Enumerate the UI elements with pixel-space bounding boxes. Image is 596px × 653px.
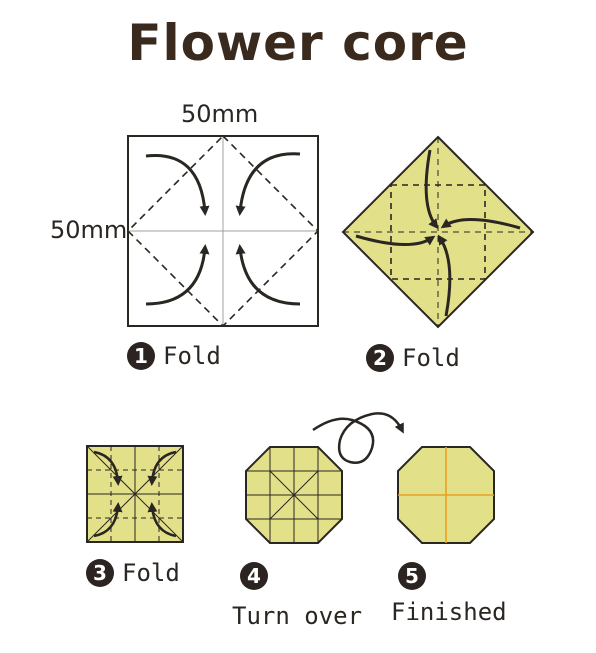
- step1-label: 1 Fold: [127, 342, 221, 370]
- step4-text: Turn over: [232, 602, 363, 630]
- step2-number-badge: 2: [366, 344, 394, 372]
- step4-figure: [245, 446, 343, 544]
- step4-number-badge: 4: [240, 562, 268, 590]
- diagram-title: Flower core: [127, 14, 469, 72]
- step3-number-badge: 3: [86, 559, 114, 587]
- step2-figure: [341, 135, 535, 329]
- step5-figure: [397, 446, 495, 544]
- step2-text: Fold: [402, 344, 460, 372]
- width-dimension-label: 50mm: [181, 100, 259, 128]
- step1-number-badge: 1: [127, 342, 155, 370]
- step5-number-badge: 5: [398, 562, 426, 590]
- step1-text: Fold: [163, 342, 221, 370]
- height-dimension-label: 50mm: [50, 216, 128, 244]
- step3-label: 3 Fold: [86, 559, 180, 587]
- step1-figure: [126, 134, 320, 328]
- turn-over-arrow: [312, 412, 404, 464]
- step5-text: Finished: [391, 598, 507, 626]
- step3-text: Fold: [122, 559, 180, 587]
- step3-figure: [86, 445, 184, 543]
- step2-label: 2 Fold: [366, 344, 460, 372]
